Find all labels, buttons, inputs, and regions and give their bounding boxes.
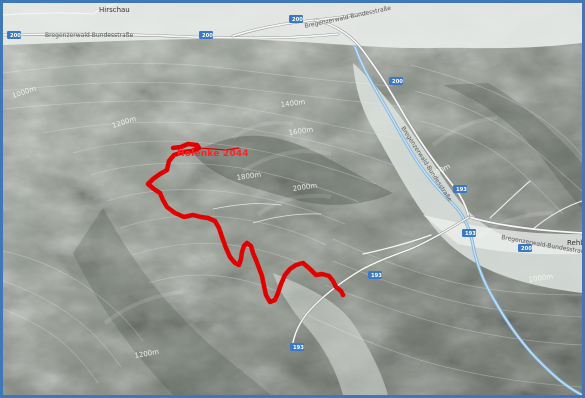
summit-label: Holenke 2044 [177,149,249,159]
svg-text:1600m: 1600m [288,126,314,137]
road-shields: 200 200 200 200 193 193 [7,15,532,351]
svg-text:200: 200 [10,33,21,39]
svg-text:200: 200 [292,17,303,23]
south-valley [273,273,388,395]
northeast-shadow-zone [443,83,582,208]
route-shield: 200 [389,77,403,85]
svg-text:Rehb...: Rehb... [567,239,582,247]
hiking-route[interactable] [145,141,346,305]
top-valley [3,3,582,49]
route-shield: 200 [199,31,213,39]
ridges [103,116,554,325]
hillshade-overlay [3,3,582,395]
route-shield: 193 [290,343,304,351]
place-labels: Hirschau Rehb... [99,6,582,247]
svg-text:1400m: 1400m [280,98,306,109]
svg-text:200: 200 [521,246,532,252]
route-shield: 200 [289,15,303,23]
svg-text:2000m: 2000m [292,182,318,193]
svg-text:193: 193 [371,273,382,279]
route-shield: 200 [7,31,21,39]
svg-text:200: 200 [202,33,213,39]
topographic-map[interactable]: Holenke 2044 1000m 1200m 1400m 1600m 180… [3,3,582,395]
route-shield: 193 [368,271,382,279]
north-shadow-zone [193,135,393,205]
contour-lines [3,62,582,388]
svg-text:1800m: 1800m [236,171,262,182]
route-shield: 193 [462,229,476,237]
route-shield: 193 [453,185,467,193]
route-shield: 200 [518,244,532,252]
route-summit-connector [198,147,240,151]
east-valley [423,215,582,255]
route-endpoint[interactable] [340,292,346,298]
svg-text:193: 193 [293,345,304,351]
svg-text:200: 200 [392,79,403,85]
svg-text:193: 193 [465,231,476,237]
river-valley [353,63,582,293]
svg-text:1000m: 1000m [528,273,554,284]
svg-text:193: 193 [456,187,467,193]
svg-text:Bregenzerwald-Bundesstraße: Bregenzerwald-Bundesstraße [45,32,134,39]
river-highlight [354,46,582,395]
svg-text:Hirschau: Hirschau [99,6,130,14]
southwest-shadow-zone [73,208,271,395]
